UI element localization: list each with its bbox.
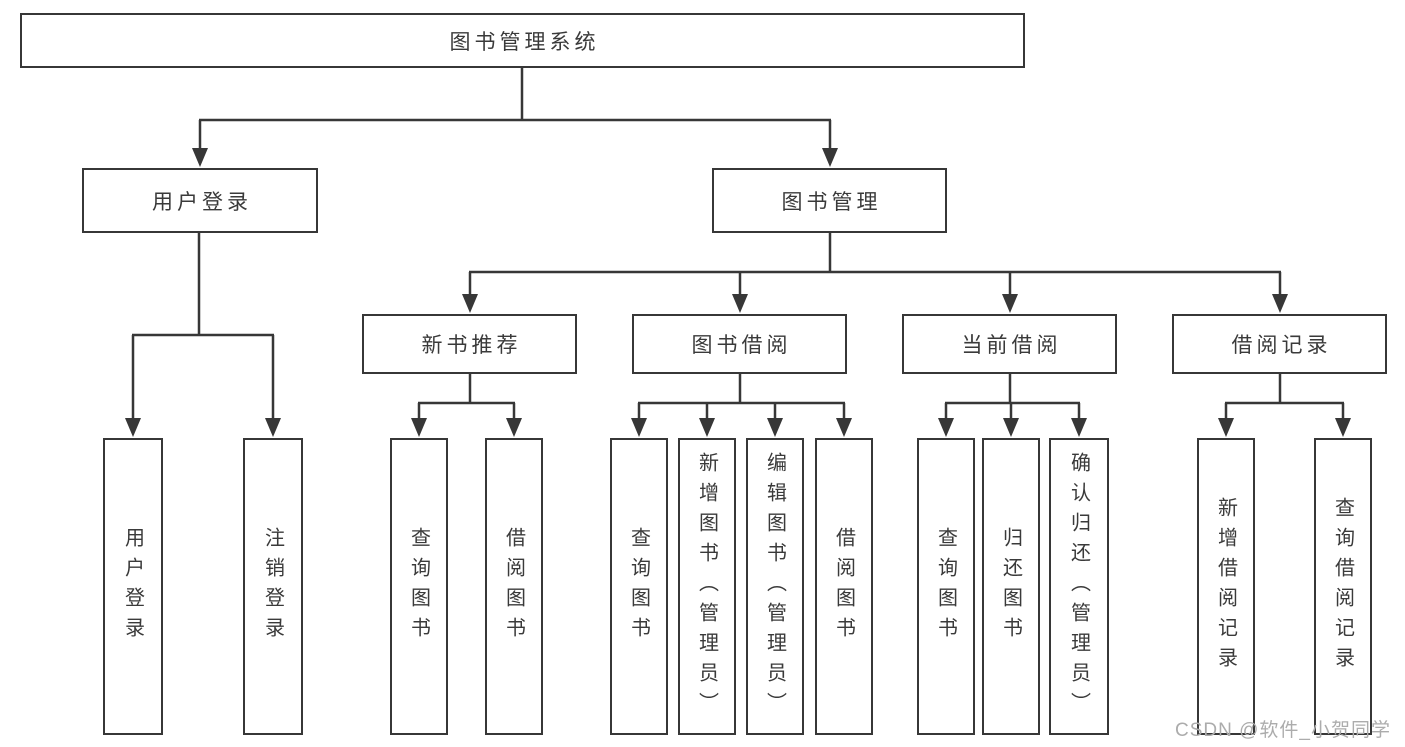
node-user-login-label: 用户登录 [152, 190, 252, 214]
arrowheads-current-borrowing [938, 418, 1087, 437]
connector-new-book-rec-to-leaves [417, 374, 516, 423]
leaf-borrow-books-recommend-label: 借阅图书 [502, 526, 525, 647]
leaf-return-book-label: 归还图书 [999, 526, 1022, 647]
node-current-borrowing-label: 当前借阅 [961, 334, 1062, 357]
arrowheads-user-login-leaves [125, 418, 281, 437]
arrowheads-borrowing-records [1218, 418, 1351, 437]
leaf-query-borrow-record-label: 查询借阅记录 [1331, 496, 1354, 677]
node-borrowing-records-label: 借阅记录 [1231, 334, 1332, 357]
leaf-query-books-recommend: 查询图书 [390, 438, 448, 735]
node-new-book-recommendation: 新书推荐 [362, 314, 577, 374]
connector-book-mgmt-to-level3 [468, 232, 1282, 299]
arrowheads-new-book-rec [411, 418, 522, 437]
leaf-user-login-label: 用户登录 [121, 526, 144, 647]
leaf-query-borrow-record: 查询借阅记录 [1314, 438, 1372, 735]
leaf-query-books-current: 查询图书 [917, 438, 975, 735]
leaf-return-book: 归还图书 [982, 438, 1040, 735]
connector-current-borrowing-to-leaves [944, 374, 1081, 423]
leaf-user-login: 用户登录 [103, 438, 163, 735]
connector-root-to-level2 [198, 68, 832, 153]
leaf-borrow-books-borrowing: 借阅图书 [815, 438, 873, 735]
node-book-borrowing: 图书借阅 [632, 314, 847, 374]
leaf-query-books-borrowing-label: 查询图书 [627, 526, 650, 647]
node-library-system: 图书管理系统 [20, 13, 1025, 68]
connector-user-login-to-leaves [131, 232, 275, 423]
leaf-logout: 注销登录 [243, 438, 303, 735]
leaf-confirm-return-admin: 确认归还（管理员） [1049, 438, 1109, 735]
leaf-borrow-books-recommend: 借阅图书 [485, 438, 543, 735]
leaf-add-borrow-record: 新增借阅记录 [1197, 438, 1255, 735]
node-book-management-label: 图书管理 [781, 190, 882, 214]
leaf-add-borrow-record-label: 新增借阅记录 [1214, 496, 1237, 677]
node-new-book-recommendation-label: 新书推荐 [421, 334, 522, 357]
node-library-system-label: 图书管理系统 [449, 30, 600, 54]
leaf-query-books-current-label: 查询图书 [934, 526, 957, 647]
node-borrowing-records: 借阅记录 [1172, 314, 1387, 374]
leaf-edit-book-admin: 编辑图书（管理员） [746, 438, 804, 735]
csdn-watermark: CSDN @软件_小贺同学 [1175, 720, 1391, 741]
leaf-borrow-books-borrowing-label: 借阅图书 [832, 526, 855, 647]
node-book-management: 图书管理 [712, 168, 947, 233]
arrowheads-level2 [192, 148, 838, 167]
arrowheads-level3 [462, 294, 1288, 313]
leaf-logout-label: 注销登录 [261, 526, 284, 647]
connector-borrowing-records-to-leaves [1224, 374, 1345, 423]
leaf-query-books-borrowing: 查询图书 [610, 438, 668, 735]
leaf-edit-book-admin-label: 编辑图书（管理员） [763, 451, 786, 722]
connector-book-borrowing-to-leaves [637, 374, 846, 423]
node-user-login: 用户登录 [82, 168, 318, 233]
leaf-add-book-admin: 新增图书（管理员） [678, 438, 736, 735]
node-current-borrowing: 当前借阅 [902, 314, 1117, 374]
node-book-borrowing-label: 图书借阅 [691, 334, 792, 357]
arrowheads-book-borrowing [631, 418, 852, 437]
leaf-add-book-admin-label: 新增图书（管理员） [695, 451, 718, 722]
leaf-confirm-return-admin-label: 确认归还（管理员） [1067, 451, 1090, 722]
leaf-query-books-recommend-label: 查询图书 [407, 526, 430, 647]
